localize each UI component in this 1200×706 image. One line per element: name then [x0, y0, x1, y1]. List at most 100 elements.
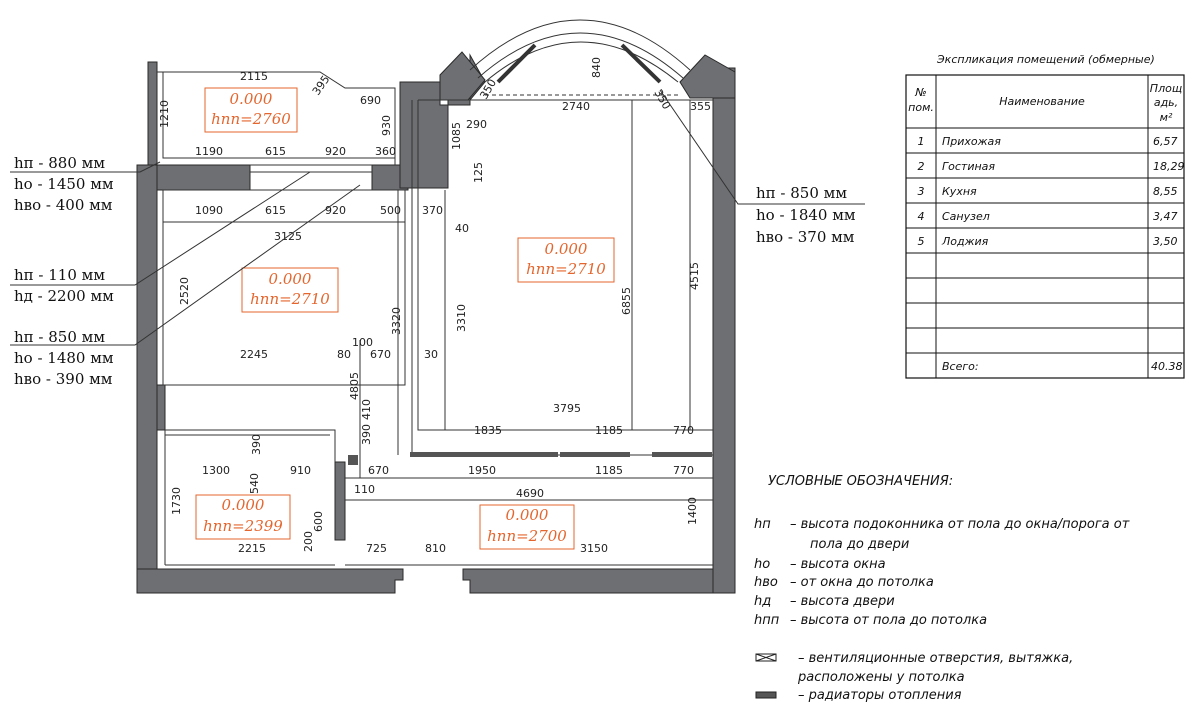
room-level: 0.000	[230, 90, 273, 108]
dim-label: 1085	[450, 122, 463, 150]
wall-bath-top	[156, 384, 166, 431]
legend-text: – вентиляционные отверстия, вытяжка,	[798, 651, 1073, 666]
room-ceiling-height: hпп=2399	[203, 517, 283, 535]
svg-text:6,57: 6,57	[1153, 135, 1178, 148]
explication-table: Экспликация помещений (обмерные) № пом. …	[905, 53, 1185, 379]
dim-label: 615	[265, 204, 286, 217]
wall-bath-right	[334, 461, 346, 541]
table-total-value: 40.38	[1151, 360, 1183, 373]
dim-label: 1300	[202, 464, 230, 477]
dim-label: 540	[248, 473, 261, 494]
svg-text:5: 5	[918, 235, 925, 248]
interior-lines	[157, 19, 713, 566]
svg-text:18,29: 18,29	[1153, 160, 1185, 173]
radiator-icon	[755, 691, 777, 699]
dim-label: 4515	[688, 262, 701, 290]
dim-label: 3320	[390, 307, 403, 335]
note-hvo: hво - 400 мм	[14, 196, 113, 214]
dim-label: 30	[424, 348, 438, 361]
wall-column-mid	[371, 164, 409, 191]
table-head-name: Наименование	[999, 95, 1085, 108]
svg-text:Кухня: Кухня	[942, 185, 977, 198]
table-head-area: м²	[1160, 111, 1173, 124]
svg-text:2: 2	[918, 160, 925, 173]
svg-text:Лоджия: Лоджия	[941, 235, 989, 248]
table-head-area: Площ	[1150, 82, 1182, 95]
dim-label: 290	[466, 118, 487, 131]
dim-label: 670	[370, 348, 391, 361]
wall-bottom-right	[462, 568, 736, 594]
room-ceiling-height: hпп=2700	[487, 527, 567, 545]
dim-label: 615	[265, 145, 286, 158]
legend-text: пола до двери	[810, 537, 909, 552]
legend-text: – высота двери	[790, 594, 895, 609]
dim-label: 6855	[620, 287, 633, 315]
table-row: 3 Кухня 8,55	[918, 185, 1178, 198]
legend-key: hво	[754, 575, 778, 590]
wall-right	[712, 67, 736, 594]
dim-label: 1185	[595, 424, 623, 437]
dim-label: 920	[325, 204, 346, 217]
dim-label: 1185	[595, 464, 623, 477]
svg-text:Прихожая: Прихожая	[942, 135, 1001, 148]
dim-label: 1210	[158, 100, 171, 128]
dim-label: 4690	[516, 487, 544, 500]
room-ceiling-height: hпп=2710	[526, 260, 606, 278]
legend: УСЛОВНЫЕ ОБОЗНАЧЕНИЯ: hп – высота подоко…	[754, 474, 1130, 703]
dim-label: 360	[375, 145, 396, 158]
dim-label: 1190	[195, 145, 223, 158]
legend-text: расположены у потолка	[797, 670, 965, 685]
table-head-no: №	[914, 86, 926, 99]
table-row: 5 Лоджия 3,50	[918, 235, 1178, 248]
dim-label: 3310	[455, 304, 468, 332]
dim-label: 810	[425, 542, 446, 555]
dim-label: 920	[325, 145, 346, 158]
note-hvo: hво - 370 мм	[756, 228, 855, 246]
note-ho: hо - 1480 мм	[14, 349, 114, 367]
room-tag-loggia: 0.000 hпп=2760	[204, 87, 298, 133]
table-head-area: адь,	[1154, 96, 1178, 109]
dim-label: 350	[651, 87, 673, 112]
svg-text:Гостиная: Гостиная	[942, 160, 995, 173]
wall-left	[136, 164, 158, 591]
dim-label: 370	[422, 204, 443, 217]
wall-top-mid	[156, 164, 251, 191]
room-tag-kitchen: 0.000 hпп=2700	[479, 504, 575, 550]
dim-label: 670	[368, 464, 389, 477]
dim-label: 770	[673, 424, 694, 437]
svg-text:3,47: 3,47	[1153, 210, 1178, 223]
legend-text: – высота от пола до потолка	[790, 613, 987, 628]
wall-bottom-left	[136, 568, 404, 594]
wall-bay-right	[679, 54, 736, 99]
dim-label: 355	[690, 100, 711, 113]
dim-label: 910	[290, 464, 311, 477]
dim-label: 395	[310, 73, 333, 98]
room-ceiling-height: hпп=2760	[211, 110, 291, 128]
room-ceiling-height: hпп=2710	[250, 290, 330, 308]
dim-label: 1950	[468, 464, 496, 477]
table-row: 1 Прихожая 6,57	[918, 135, 1178, 148]
dim-label: 110	[354, 483, 375, 496]
note-hp: hп - 850 мм	[14, 328, 105, 346]
table-row: 4 Санузел 3,47	[918, 210, 1178, 223]
room-tag-bath: 0.000 hпп=2399	[195, 494, 291, 540]
svg-text:3: 3	[918, 185, 925, 198]
svg-text:Санузел: Санузел	[942, 210, 990, 223]
dim-label: 2215	[238, 542, 266, 555]
dim-label: 4805	[348, 372, 361, 400]
dim-label: 690	[360, 94, 381, 107]
legend-key: hд	[754, 594, 771, 609]
dim-label: 1730	[170, 487, 183, 515]
dim-label: 2740	[562, 100, 590, 113]
table-row: 2 Гостиная 18,29	[918, 160, 1185, 173]
dim-label: 1090	[195, 204, 223, 217]
note-hvo: hво - 390 мм	[14, 370, 113, 388]
dim-label: 600	[312, 511, 325, 532]
note-hd: hд - 2200 мм	[14, 287, 114, 305]
legend-text: – от окна до потолка	[790, 575, 934, 590]
room-level: 0.000	[269, 270, 312, 288]
note-hp: hп - 850 мм	[756, 184, 847, 202]
dim-label: 3150	[580, 542, 608, 555]
svg-text:1: 1	[918, 135, 925, 148]
